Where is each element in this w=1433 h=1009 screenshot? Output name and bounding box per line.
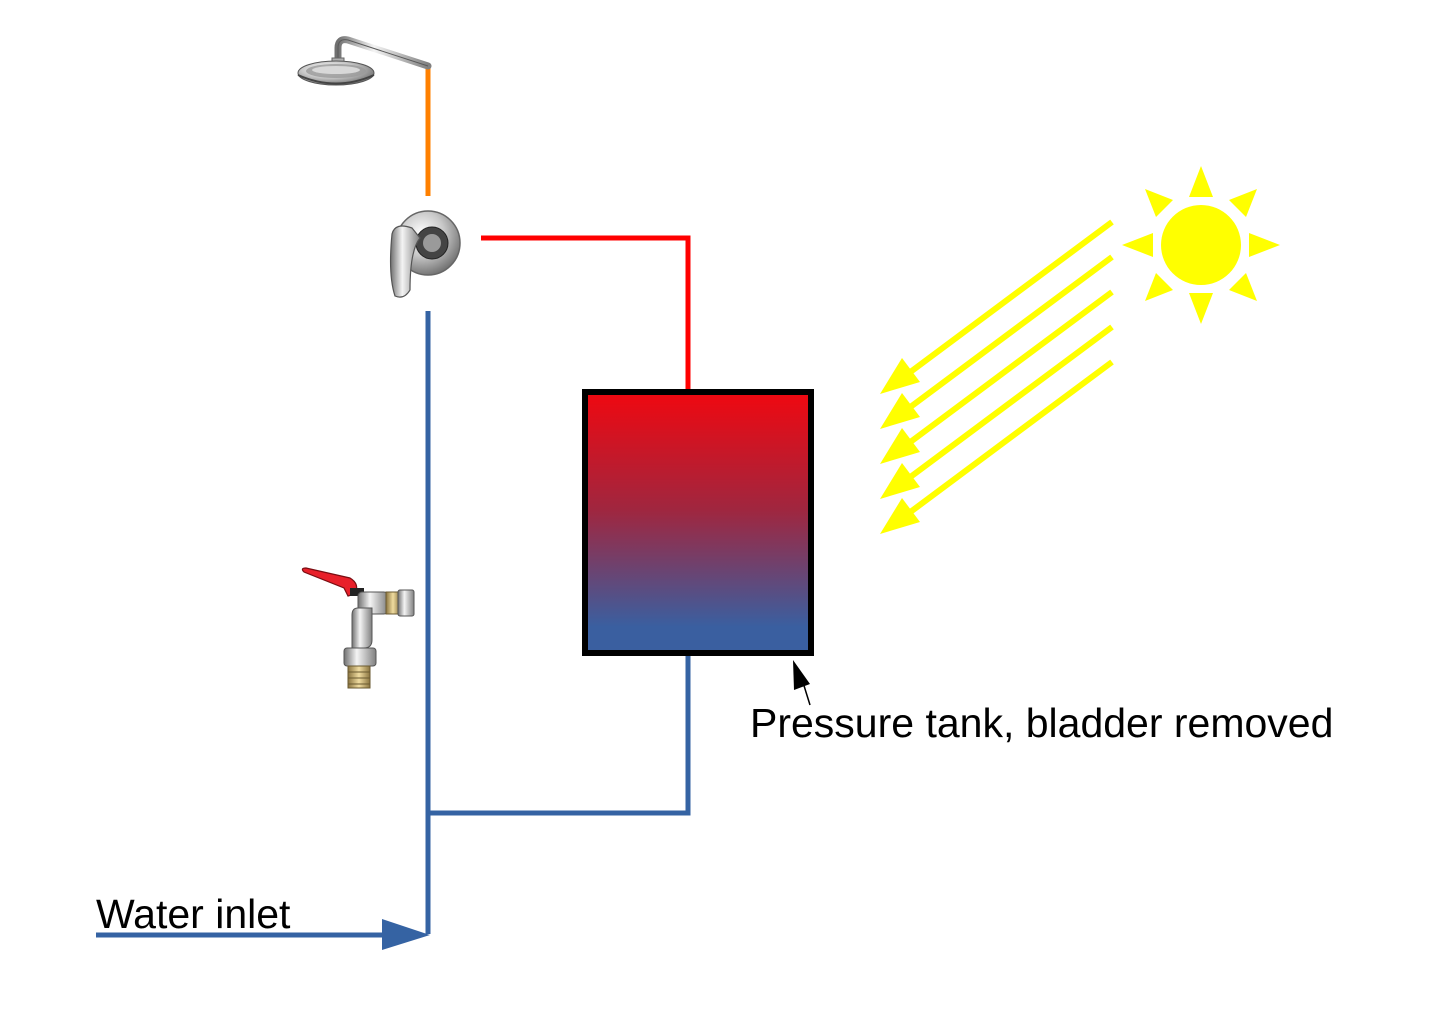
ball-valve-tap-icon xyxy=(301,567,415,689)
tank-label-pointer xyxy=(793,660,811,706)
sun-ray-arrows xyxy=(880,219,1114,534)
water-inlet-arrowhead xyxy=(382,919,430,950)
water-inlet-label: Water inlet xyxy=(96,891,291,937)
sun-ray-arrow xyxy=(880,289,1114,464)
sun-ray-arrow xyxy=(880,219,1114,394)
shower-head-icon xyxy=(297,36,432,86)
pipes xyxy=(96,66,691,950)
sun-ray-arrow xyxy=(880,359,1114,534)
hot-water-pipe xyxy=(481,235,691,392)
sun-ray-arrow xyxy=(880,254,1114,429)
sun-icon xyxy=(1122,166,1280,324)
tank-label: Pressure tank, bladder removed xyxy=(750,700,1333,746)
mixer-valve-icon xyxy=(389,210,461,298)
cold-water-pipe-tank-branch xyxy=(428,654,691,816)
pressure-tank xyxy=(582,389,814,656)
sun-ray-arrow xyxy=(880,324,1114,499)
